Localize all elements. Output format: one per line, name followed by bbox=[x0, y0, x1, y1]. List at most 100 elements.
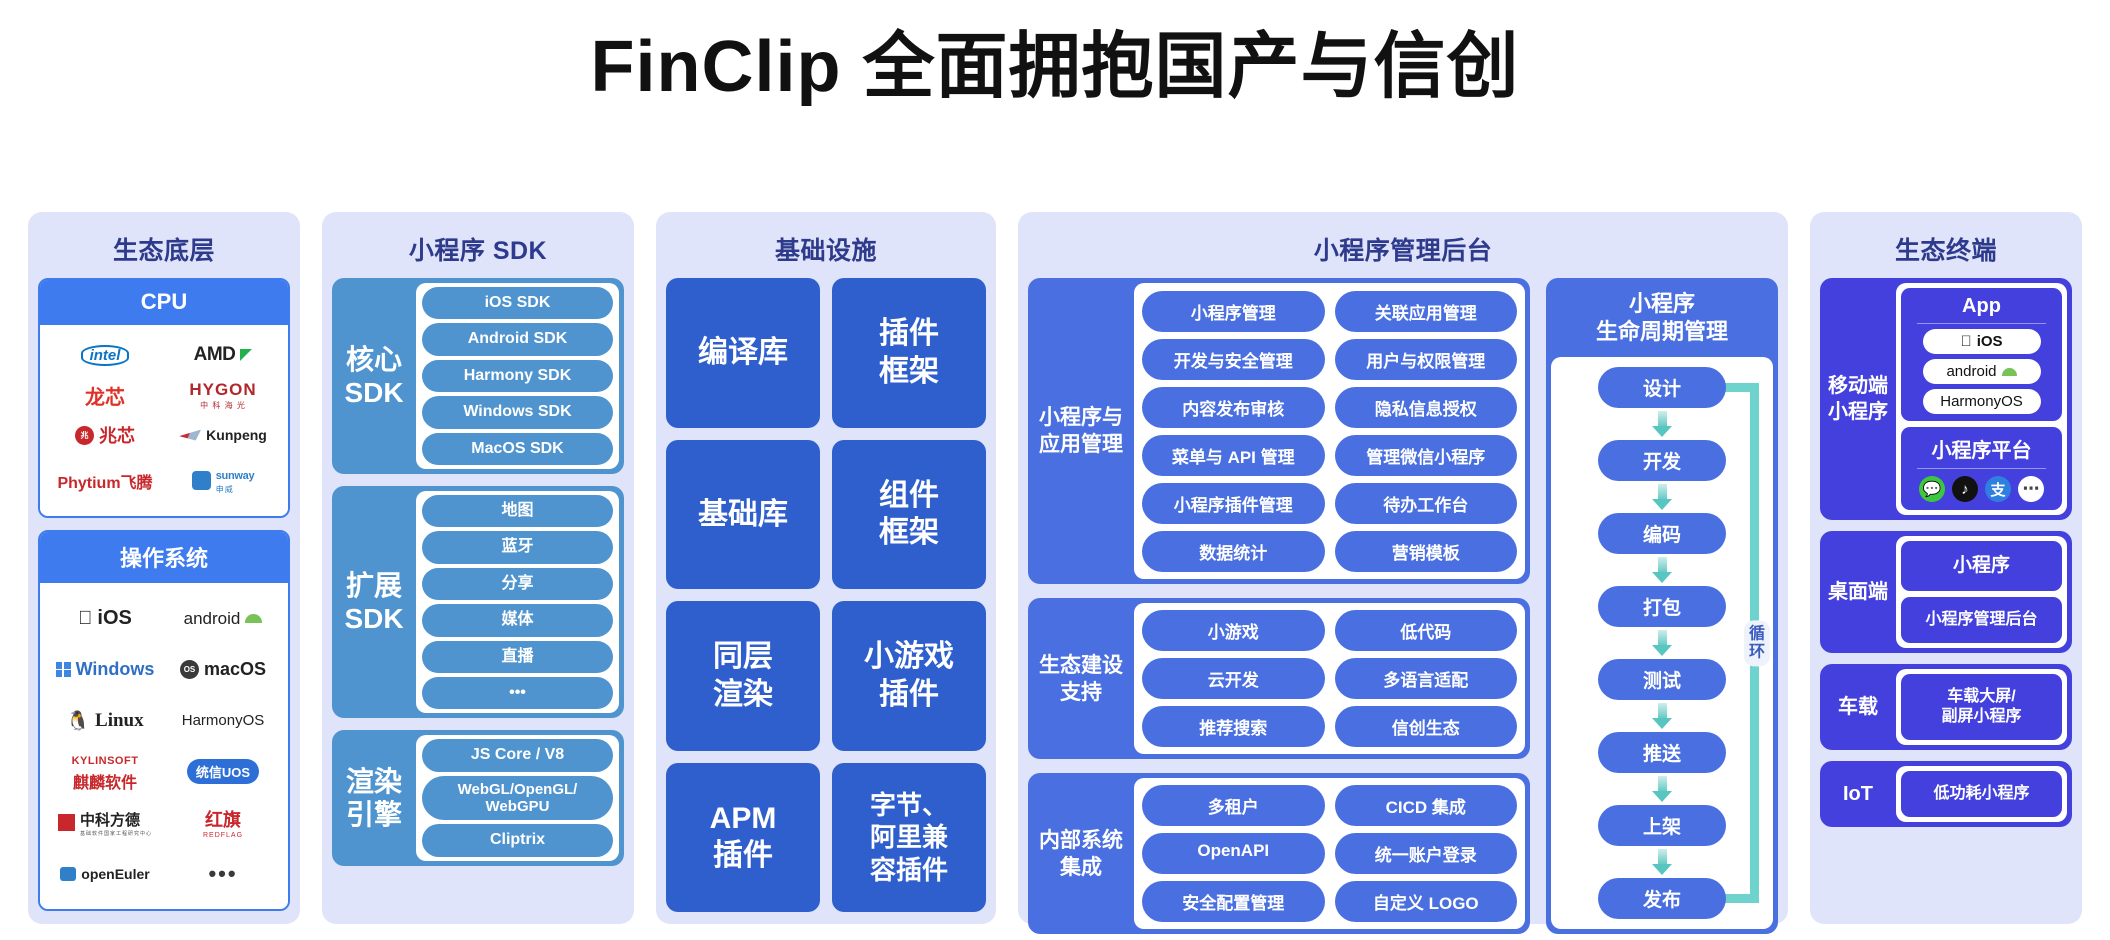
infra-cell[interactable]: APM 插件 bbox=[666, 762, 820, 912]
alipay-icon[interactable]: 支 bbox=[1985, 476, 2011, 502]
column-title-infra: 基础设施 bbox=[774, 237, 877, 265]
console-pill[interactable]: 隐私信息授权 bbox=[1334, 386, 1517, 428]
console-pill[interactable]: 数据统计 bbox=[1142, 530, 1325, 572]
console-group-internal-integration: 内部系统 集成 多租户 CICD 集成 OpenAPI 统一账户登录 安全配置管… bbox=[1028, 773, 1530, 935]
sdk-group-render-engine: 渲染 引擎 JS Core / V8 WebGL/OpenGL/ WebGPU … bbox=[332, 730, 624, 866]
lifecycle-step[interactable]: 发布 bbox=[1598, 878, 1726, 920]
terminal-group-label: 桌面端 bbox=[1828, 580, 1888, 603]
os-chip-android[interactable]: android bbox=[1922, 359, 2041, 384]
arrow-down-icon bbox=[1652, 703, 1672, 730]
lifecycle-step[interactable]: 推送 bbox=[1598, 732, 1726, 774]
infra-cell[interactable]: 字节、 阿里兼 容插件 bbox=[832, 762, 986, 912]
os-chip-ios[interactable]:  iOS bbox=[1922, 329, 2041, 354]
console-pill[interactable]: 用户与权限管理 bbox=[1334, 338, 1517, 380]
console-pill[interactable]: 低代码 bbox=[1334, 610, 1517, 652]
infra-cell[interactable]: 编译库 bbox=[666, 278, 820, 428]
lifecycle-step[interactable]: 打包 bbox=[1598, 586, 1726, 628]
panel-cpu: CPU intel AMD 龙芯 bbox=[38, 278, 290, 518]
uos-label: 统信UOS bbox=[186, 759, 260, 784]
console-pill[interactable]: 云开发 bbox=[1142, 658, 1325, 700]
logo-amd: AMD bbox=[164, 335, 282, 375]
logo-windows: Windows bbox=[46, 644, 164, 695]
logo-ios:  iOS bbox=[46, 593, 164, 644]
wechat-icon[interactable]: 💬 bbox=[1919, 476, 1945, 502]
sdk-pill[interactable]: Windows SDK bbox=[422, 396, 613, 429]
terminal-simple-item[interactable]: 小程序 bbox=[1901, 541, 2062, 591]
console-pill[interactable]: 安全配置管理 bbox=[1142, 881, 1325, 923]
nfs-china-icon bbox=[57, 814, 75, 831]
nfs-china-label: 中科方德 bbox=[79, 811, 140, 829]
sdk-pill[interactable]: WebGL/OpenGL/ WebGPU bbox=[422, 775, 613, 821]
sdk-pill[interactable]: 地图 bbox=[422, 494, 613, 528]
console-pill[interactable]: OpenAPI bbox=[1142, 833, 1325, 875]
sdk-pill-more[interactable]: ••• bbox=[422, 676, 613, 710]
lifecycle-step[interactable]: 上架 bbox=[1598, 805, 1726, 847]
douyin-icon[interactable]: ♪ bbox=[1952, 476, 1978, 502]
lifecycle-panel: 小程序 生命周期管理 循环 设计 开发 编码 打包 bbox=[1546, 278, 1778, 935]
console-pill[interactable]: 小游戏 bbox=[1142, 610, 1325, 652]
sdk-group-label-render-engine: 渲染 引擎 bbox=[345, 765, 402, 830]
sdk-pill[interactable]: 媒体 bbox=[422, 604, 613, 637]
console-group-items: 小程序管理 关联应用管理 开发与安全管理 用户与权限管理 内容发布审核 隐私信息… bbox=[1134, 283, 1525, 580]
os-chip-harmonyos[interactable]: HarmonyOS bbox=[1922, 389, 2041, 414]
infra-cell[interactable]: 小游戏 插件 bbox=[832, 601, 986, 751]
console-pill[interactable]: 菜单与 API 管理 bbox=[1142, 434, 1325, 476]
console-pill[interactable]: 多语言适配 bbox=[1334, 658, 1517, 700]
sunway-sub: 申威 bbox=[215, 485, 234, 494]
sdk-pill[interactable]: MacOS SDK bbox=[422, 432, 613, 465]
lifecycle-step[interactable]: 测试 bbox=[1598, 659, 1726, 701]
console-pill[interactable]: 小程序管理 bbox=[1142, 290, 1325, 332]
console-pill[interactable]: 小程序插件管理 bbox=[1142, 482, 1325, 524]
console-group-items: 小游戏 低代码 云开发 多语言适配 推荐搜索 信创生态 bbox=[1134, 603, 1525, 755]
column-title-terminal: 生态终端 bbox=[1894, 237, 1997, 265]
console-pill[interactable]: CICD 集成 bbox=[1334, 785, 1517, 827]
loongson-label: 龙芯 bbox=[85, 386, 125, 409]
lifecycle-step[interactable]: 设计 bbox=[1598, 367, 1726, 409]
sdk-pill[interactable]: 直播 bbox=[422, 640, 613, 673]
sdk-group-label-core: 核心 SDK bbox=[344, 343, 404, 408]
apple-icon:  bbox=[78, 608, 92, 630]
infra-cell[interactable]: 组件 框架 bbox=[832, 439, 986, 589]
console-pill[interactable]: 统一账户登录 bbox=[1334, 833, 1517, 875]
terminal-group-mobile: 移动端 小程序 App  iOS android bbox=[1820, 278, 2072, 520]
terminal-simple-item[interactable]: 车载大屏/ 副屏小程序 bbox=[1901, 673, 2062, 740]
infra-cell[interactable]: 同层 渲染 bbox=[666, 601, 820, 751]
sdk-pill[interactable]: Harmony SDK bbox=[422, 359, 613, 393]
terminal-simple-item[interactable]: 低功耗小程序 bbox=[1901, 770, 2062, 817]
console-pill[interactable]: 自定义 LOGO bbox=[1334, 881, 1517, 923]
logo-nfs-china: 中科方德 基础软件国家工程研究中心 bbox=[46, 797, 164, 848]
logo-zhaoxin: 兆 兆芯 bbox=[46, 415, 164, 455]
console-pill[interactable]: 待办工作台 bbox=[1334, 482, 1517, 524]
infra-cell[interactable]: 基础库 bbox=[666, 439, 820, 589]
console-pill[interactable]: 关联应用管理 bbox=[1334, 290, 1517, 332]
console-pill[interactable]: 推荐搜索 bbox=[1142, 706, 1325, 748]
terminal-simple-item[interactable]: 小程序管理后台 bbox=[1901, 596, 2062, 643]
console-pill[interactable]: 开发与安全管理 bbox=[1142, 338, 1325, 380]
os-chip-label: iOS bbox=[1971, 333, 2003, 350]
lifecycle-body: 循环 设计 开发 编码 打包 测试 推送 上架 bbox=[1551, 357, 1773, 930]
sdk-pill[interactable]: JS Core / V8 bbox=[422, 739, 613, 772]
console-pill[interactable]: 内容发布审核 bbox=[1142, 386, 1325, 428]
lifecycle-step[interactable]: 开发 bbox=[1598, 440, 1726, 482]
console-pill[interactable]: 管理微信小程序 bbox=[1334, 434, 1517, 476]
logo-more: ••• bbox=[164, 848, 282, 899]
sdk-pill[interactable]: 分享 bbox=[422, 567, 613, 601]
os-chip-label: HarmonyOS bbox=[1940, 393, 2023, 410]
sunway-icon bbox=[191, 471, 211, 490]
more-dots-icon: ••• bbox=[208, 860, 238, 886]
lifecycle-step[interactable]: 编码 bbox=[1598, 513, 1726, 555]
sdk-pill[interactable]: iOS SDK bbox=[422, 287, 613, 320]
sdk-pill[interactable]: Android SDK bbox=[422, 323, 613, 356]
column-title-console: 小程序管理后台 bbox=[1313, 237, 1493, 265]
kunpeng-icon bbox=[179, 429, 202, 441]
arrow-down-icon bbox=[1652, 630, 1672, 657]
sdk-pill[interactable]: Cliptrix bbox=[422, 824, 613, 857]
sdk-pill[interactable]: 蓝牙 bbox=[422, 531, 613, 564]
more-icon[interactable]: ⋯ bbox=[2018, 476, 2044, 502]
console-pill[interactable]: 营销模板 bbox=[1334, 530, 1517, 572]
console-pill[interactable]: 多租户 bbox=[1142, 785, 1325, 827]
logo-harmonyos: HarmonyOS bbox=[164, 695, 282, 746]
sdk-group-core: 核心 SDK iOS SDK Android SDK Harmony SDK W… bbox=[332, 278, 624, 474]
infra-cell[interactable]: 插件 框架 bbox=[832, 278, 986, 428]
console-pill[interactable]: 信创生态 bbox=[1334, 706, 1517, 748]
